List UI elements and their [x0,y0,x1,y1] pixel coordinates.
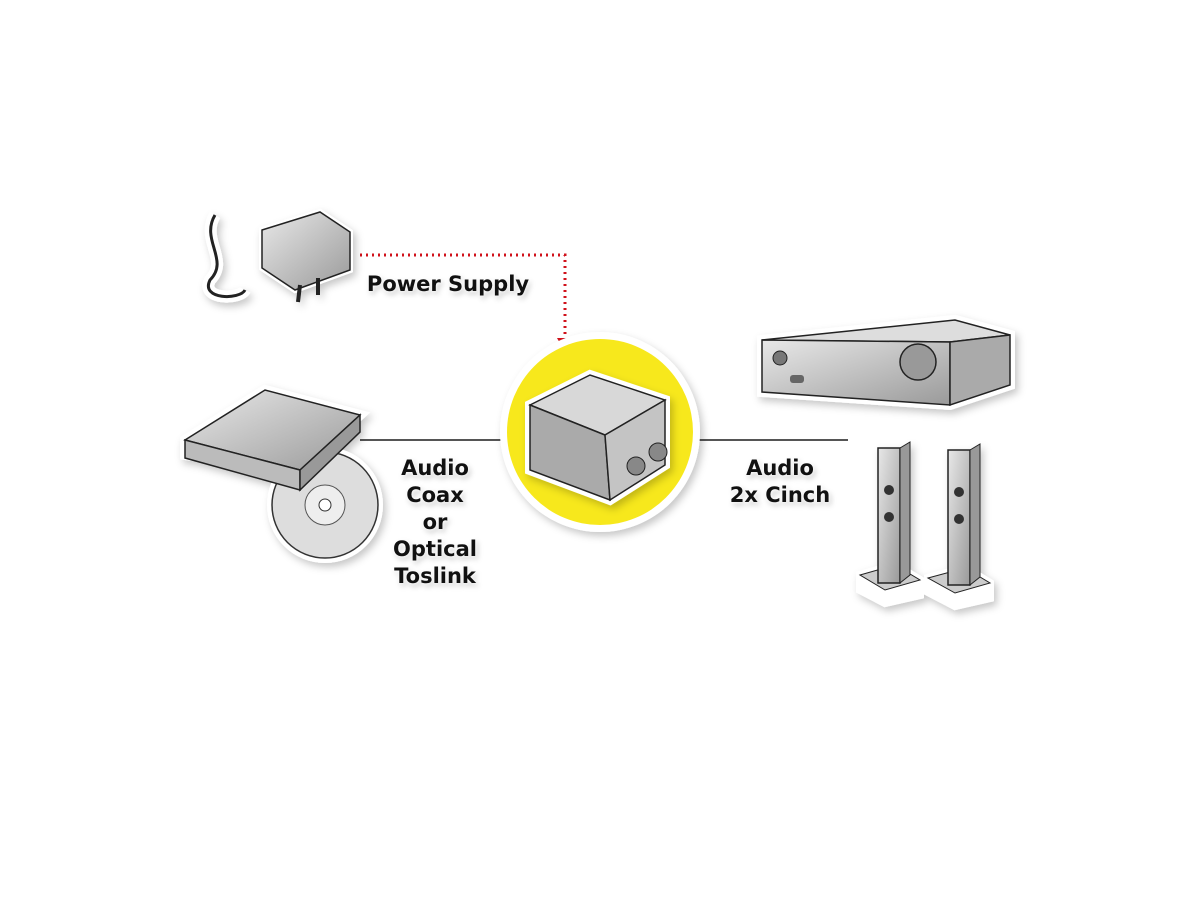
output-label-line: Audio [746,456,814,480]
cd-player-icon [180,384,383,563]
input-label-line: or [422,510,448,534]
input-connection-label: Audio Coax or Optical Toslink [375,455,495,590]
power-supply-text: Power Supply [366,272,530,296]
input-label-line: Optical [393,537,477,561]
power-adapter-icon [202,208,353,303]
input-label-line: Audio [401,456,469,480]
input-label-line: Coax [406,483,464,507]
output-connection-label: Audio 2x Cinch [710,455,850,509]
power-line [360,253,567,340]
amplifier-icon [757,314,1015,411]
input-label-line: Toslink [394,564,476,588]
power-supply-label: Power Supply [358,271,538,298]
output-label-line: 2x Cinch [729,483,831,507]
speakers-icon [856,441,994,611]
digital-to-analog-converter-icon [500,332,700,532]
